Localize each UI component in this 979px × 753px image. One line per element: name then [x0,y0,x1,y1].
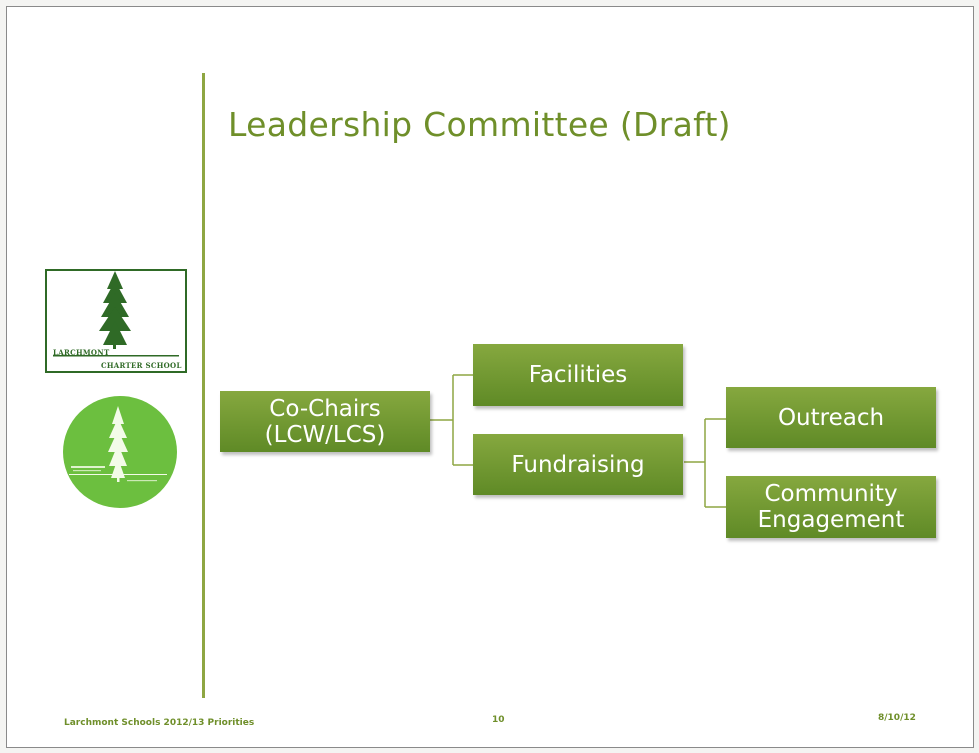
page-number: 10 [492,715,505,725]
outreach-box: Outreach [726,387,936,448]
org-chart-connectors [430,374,726,508]
slide: Leadership Committee (Draft) LARCHMONT C… [6,6,974,748]
white-tree-icon [69,406,167,482]
community-engagement-box: Community Engagement [726,476,936,538]
facilities-box: Facilities [473,344,683,406]
divider-line [202,73,205,698]
fundraising-box: Fundraising [473,434,683,495]
co-chairs-box: Co-Chairs (LCW/LCS) [220,391,430,452]
logo-text-top: LARCHMONT [53,348,110,357]
slide-title: Leadership Committee (Draft) [228,105,731,144]
footer-date: 8/10/12 [878,713,916,723]
tree-icon [53,271,179,357]
footer-left: Larchmont Schools 2012/13 Priorities [64,718,255,728]
circle-school-logo [63,396,177,508]
logo-text-bottom: CHARTER SCHOOL [101,361,182,370]
charter-school-logo: LARCHMONT CHARTER SCHOOL [45,269,187,373]
